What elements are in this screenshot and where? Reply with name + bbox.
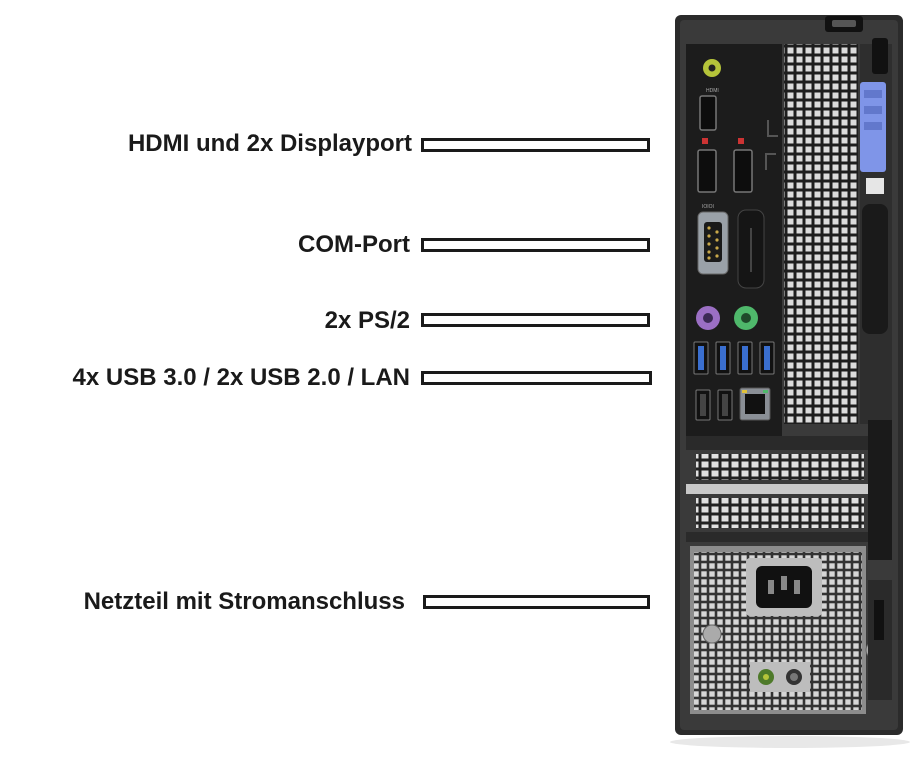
com-icon-text: IOIOI <box>702 204 714 210</box>
label-com-port: COM-Port <box>298 231 410 258</box>
displayport-1 <box>697 149 717 193</box>
label-display-ports: HDMI und 2x Displayport <box>127 130 412 157</box>
expansion-slot-2 <box>696 498 864 528</box>
label-usb-lan: 4x USB 3.0 / 2x USB 2.0 / LAN <box>72 364 410 391</box>
hdmi-port <box>699 95 717 131</box>
pc-tower-back-illustration: HDMI IOIOI <box>670 15 910 748</box>
label-ps2: 2x PS/2 <box>324 307 410 334</box>
pointer-com-port <box>421 238 650 252</box>
hdmi-icon-text: HDMI <box>706 88 719 94</box>
vent-grille <box>784 44 858 424</box>
pointer-display-ports <box>421 138 650 152</box>
usb3-ports <box>693 341 775 375</box>
label-power: Netzteil mit Stromanschluss <box>83 588 405 615</box>
pointer-usb-lan <box>421 371 652 385</box>
pointer-ps2 <box>421 313 650 327</box>
displayport-2 <box>733 149 753 193</box>
expansion-slot-1 <box>696 454 864 480</box>
pointer-power <box>423 595 650 609</box>
usb2-ports <box>695 389 733 421</box>
